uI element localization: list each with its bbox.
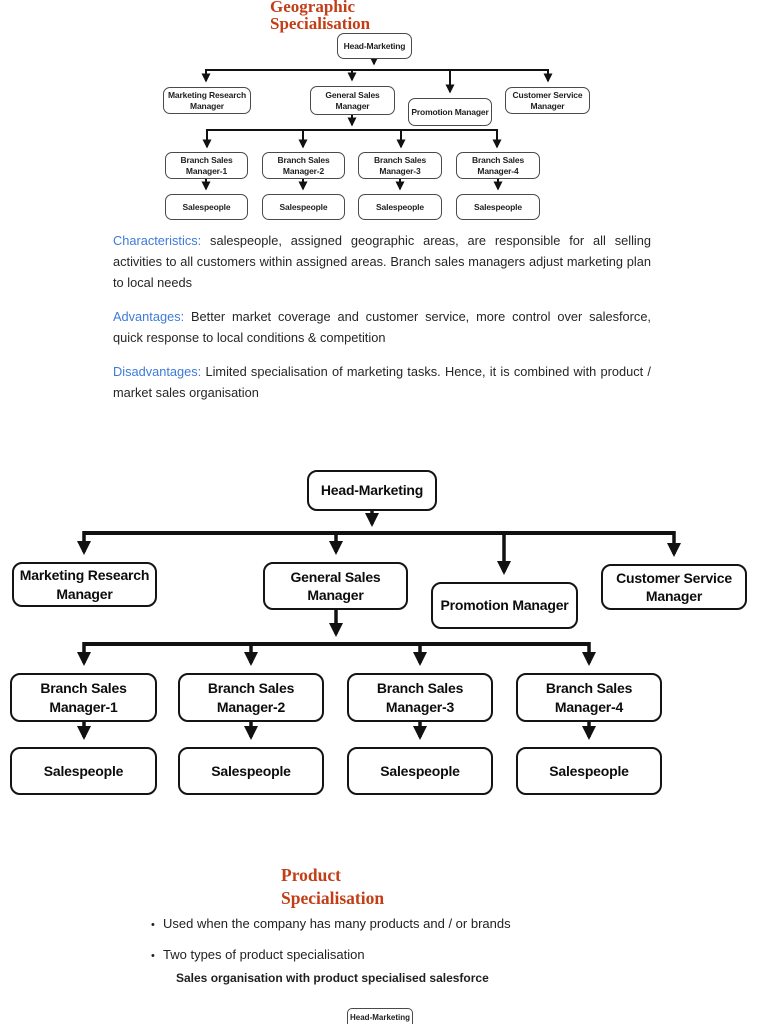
product-bullet-2-text: Two types of product specialisation [163,947,365,962]
org-node-branch-manager4-small: Branch Sales Manager-4 [456,152,540,179]
org-node-head-marketing-small: Head-Marketing [337,33,412,59]
org-node-customer-service-small: Customer Service Manager [505,87,590,114]
disadvantages-paragraph: Disadvantages: Limited specialisation of… [113,361,651,403]
product-bullet-1-text: Used when the company has many products … [163,916,511,931]
org-node-general-sales-large: General Sales Manager [263,562,408,610]
org-node-marketing-research-small: Marketing Research Manager [163,87,251,114]
product-bullet-1: • Used when the company has many product… [151,916,631,933]
org-node-promotion-small: Promotion Manager [408,98,492,126]
product-title-line2: Specialisation [281,888,385,908]
product-title-line1: Product [281,865,341,885]
org-node-branch-manager4-large: Branch Sales Manager-4 [516,673,662,722]
disadvantages-label: Disadvantages: [113,364,202,379]
disadvantages-text: Limited specialisation of marketing task… [113,364,651,400]
org-node-head-marketing-large: Head-Marketing [307,470,437,511]
characteristics-label: Characteristics: [113,233,202,248]
org-node-branch-manager2-large: Branch Sales Manager-2 [178,673,324,722]
geo-title-line1: Geographic [270,0,355,16]
org-node-salespeople1-small: Salespeople [165,194,248,220]
org-node-marketing-research-large: Marketing Research Manager [12,562,157,607]
product-bullet-2: • Two types of product specialisation [151,947,631,964]
org-node-branch-manager2-small: Branch Sales Manager-2 [262,152,345,179]
org-node-general-sales-small: General Sales Manager [310,86,395,115]
org-node-branch-manager3-small: Branch Sales Manager-3 [358,152,442,179]
org-node-salespeople2-small: Salespeople [262,194,345,220]
org-node-head-marketing-bottom-partial: Head-Marketing [347,1008,413,1024]
org-node-branch-manager3-large: Branch Sales Manager-3 [347,673,493,722]
geo-description: Characteristics: salespeople, assigned g… [113,230,651,416]
advantages-label: Advantages: [113,309,185,324]
org-node-promotion-large: Promotion Manager [431,582,578,629]
characteristics-text: salespeople, assigned geographic areas, … [113,233,651,290]
org-node-salespeople2-large: Salespeople [178,747,324,795]
org-node-salespeople4-large: Salespeople [516,747,662,795]
bullet-icon: • [151,950,155,962]
org-node-salespeople1-large: Salespeople [10,747,157,795]
advantages-text: Better market coverage and customer serv… [113,309,651,345]
org-node-salespeople3-small: Salespeople [358,194,442,220]
characteristics-paragraph: Characteristics: salespeople, assigned g… [113,230,651,293]
org-node-customer-service-large: Customer Service Manager [601,564,747,610]
bullet-icon: • [151,919,155,931]
org-node-branch-manager1-large: Branch Sales Manager-1 [10,673,157,722]
org-node-salespeople3-large: Salespeople [347,747,493,795]
org-node-branch-manager1-small: Branch Sales Manager-1 [165,152,248,179]
geo-title-line2: Specialisation [270,13,371,33]
org-node-salespeople4-small: Salespeople [456,194,540,220]
product-sub-bullet: Sales organisation with product speciali… [176,971,489,985]
advantages-paragraph: Advantages: Better market coverage and c… [113,306,651,348]
